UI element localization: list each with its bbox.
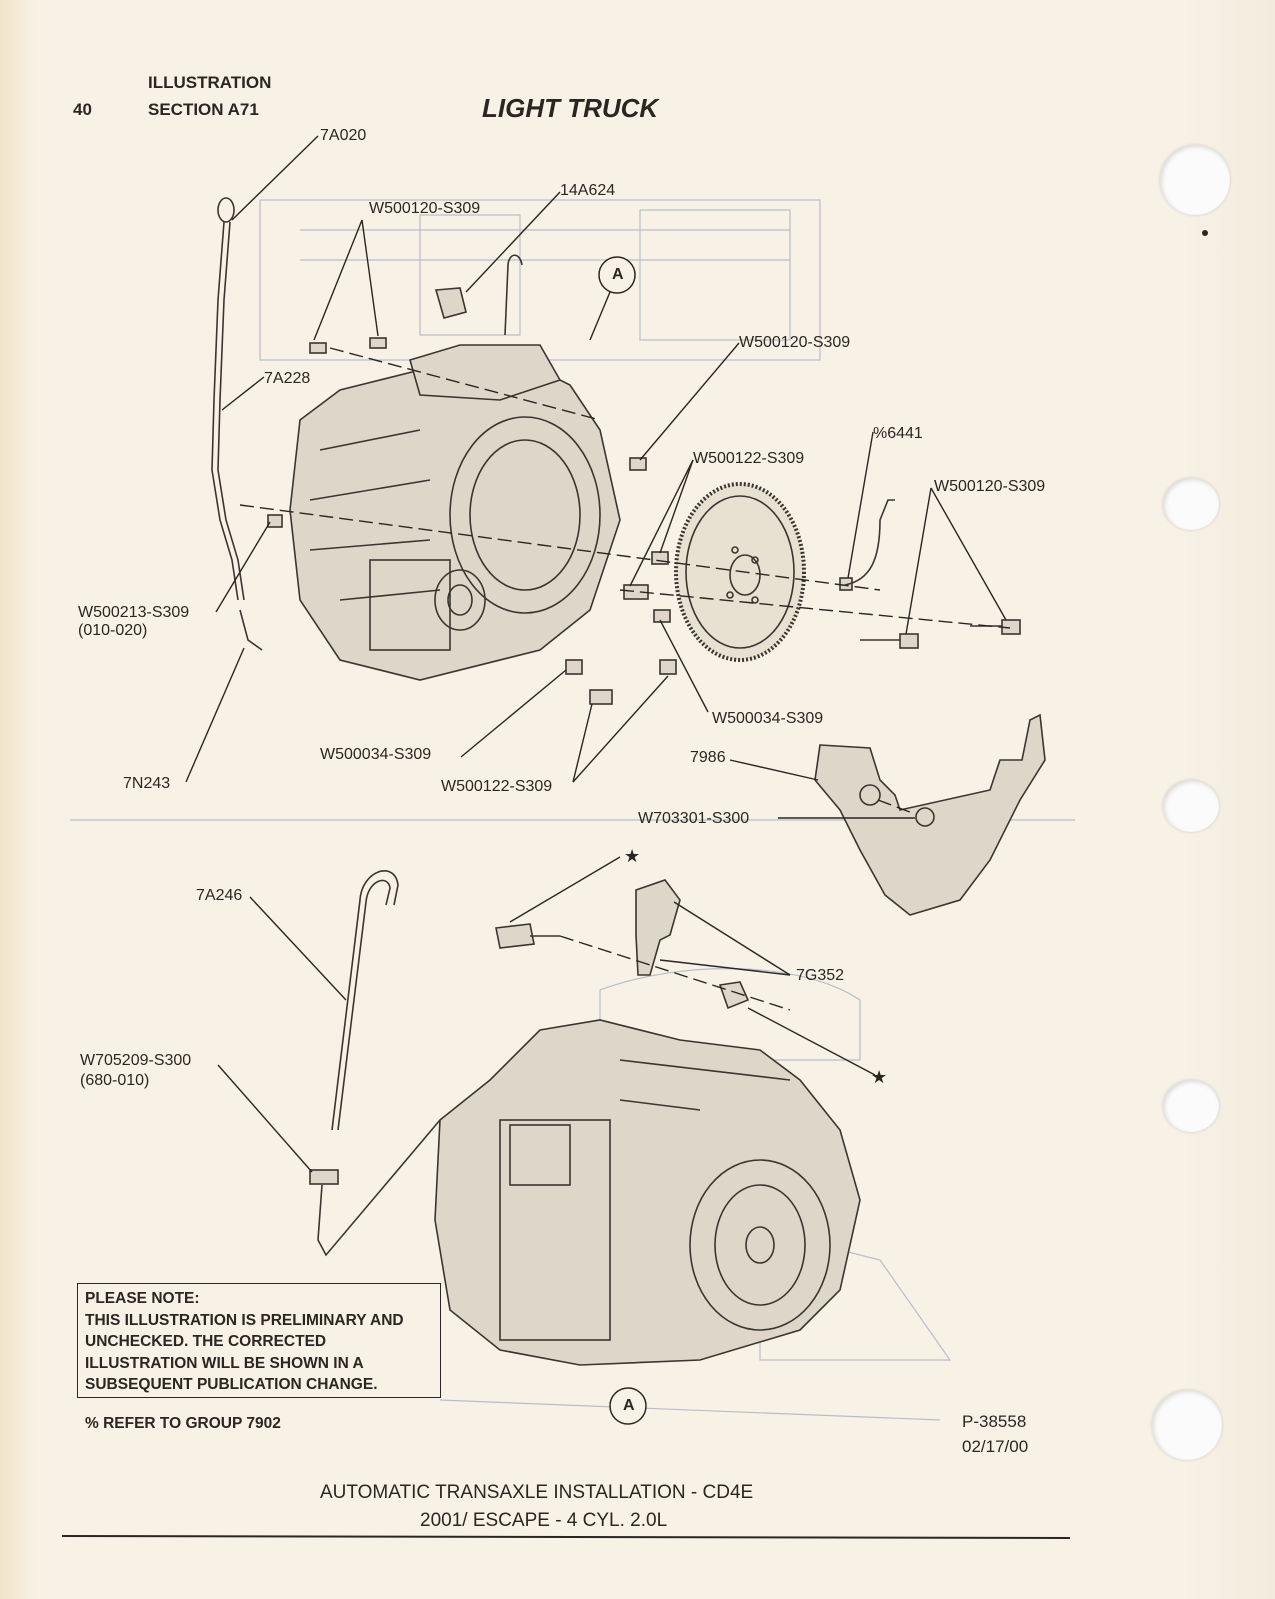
sensor-14a624 xyxy=(434,287,467,319)
callout-w500120-s309: W500120-S309 xyxy=(934,478,1046,495)
callout-w500213-s309: W500213-S309 xyxy=(78,604,190,621)
callout-7a020: 7A020 xyxy=(320,127,367,144)
hook-upper xyxy=(504,254,523,336)
callout-w705209-s300: W705209-S300 xyxy=(80,1052,192,1069)
note-line: SUBSEQUENT PUBLICATION CHANGE. xyxy=(85,1376,378,1393)
note-line: THIS ILLUSTRATION IS PRELIMINARY AND xyxy=(85,1311,404,1329)
binder-hole xyxy=(1152,1390,1222,1460)
bolts-upper xyxy=(267,337,1021,705)
circle-callout-a-bottom xyxy=(609,1387,647,1425)
binder-hole xyxy=(1160,145,1230,215)
callout-w703301-s300: W703301-S300 xyxy=(638,810,750,827)
circle-callout-label: A xyxy=(612,266,624,283)
callout-w500120-s309: W500120-S309 xyxy=(369,200,481,217)
star-icon: ★ xyxy=(871,1067,887,1088)
transaxle-upper xyxy=(289,344,621,681)
bracket-7g352 xyxy=(495,879,791,1011)
callout-w500213-range: (010-020) xyxy=(78,622,148,639)
callout-14a624: 14A624 xyxy=(560,182,616,199)
note-heading: PLEASE NOTE: xyxy=(85,1290,200,1307)
refer-note: % REFER TO GROUP 7902 xyxy=(85,1415,281,1432)
footer-rule xyxy=(61,1535,1071,1539)
callout-7a246: 7A246 xyxy=(196,887,243,904)
part-number: P-38558 xyxy=(962,1412,1027,1431)
plate-7986 xyxy=(814,713,1046,916)
callout-w500122-s309: W500122-S309 xyxy=(693,450,805,467)
dipstick-upper xyxy=(211,197,263,651)
section-label: SECTION A71 xyxy=(148,100,259,119)
footer-title: AUTOMATIC TRANSAXLE INSTALLATION - CD4E xyxy=(320,1482,754,1503)
part-date: 02/17/00 xyxy=(962,1437,1029,1456)
callout-w500034-s309: W500034-S309 xyxy=(712,710,824,727)
binder-hole xyxy=(1163,780,1219,832)
page-number: 40 xyxy=(73,100,92,119)
dipstick-lower xyxy=(309,870,441,1257)
callout-6441: %6441 xyxy=(873,425,923,442)
callout-w705209-range: (680-010) xyxy=(80,1072,150,1089)
callout-7g352: 7G352 xyxy=(796,967,845,984)
circle-callout-label: A xyxy=(623,1397,635,1414)
callout-7n243: 7N243 xyxy=(123,775,171,792)
callout-7986: 7986 xyxy=(690,749,726,766)
binder-hole xyxy=(1163,478,1219,530)
note-line: UNCHECKED. THE CORRECTED xyxy=(85,1333,327,1350)
binder-hole xyxy=(1163,1080,1219,1132)
transaxle-lower xyxy=(434,1019,861,1366)
callout-w500034-s309: W500034-S309 xyxy=(320,746,432,763)
callout-w500120-s309: W500120-S309 xyxy=(739,334,851,351)
star-icon: ★ xyxy=(624,846,640,867)
leader-lines xyxy=(185,135,1007,1173)
callout-w500122-s309: W500122-S309 xyxy=(441,778,553,795)
page-title: LIGHT TRUCK xyxy=(482,93,659,123)
callout-7a228: 7A228 xyxy=(264,370,311,387)
note-line: ILLUSTRATION WILL BE SHOWN IN A xyxy=(85,1354,364,1372)
illustration-label: ILLUSTRATION xyxy=(148,73,272,92)
wire-6441 xyxy=(844,499,895,586)
circle-callout-a-top xyxy=(598,256,636,294)
punch-dot xyxy=(1202,230,1208,236)
preliminary-note-box: PLEASE NOTE: THIS ILLUSTRATION IS PRELIM… xyxy=(77,1283,441,1398)
footer-subtitle: 2001/ ESCAPE - 4 CYL. 2.0L xyxy=(420,1510,668,1531)
